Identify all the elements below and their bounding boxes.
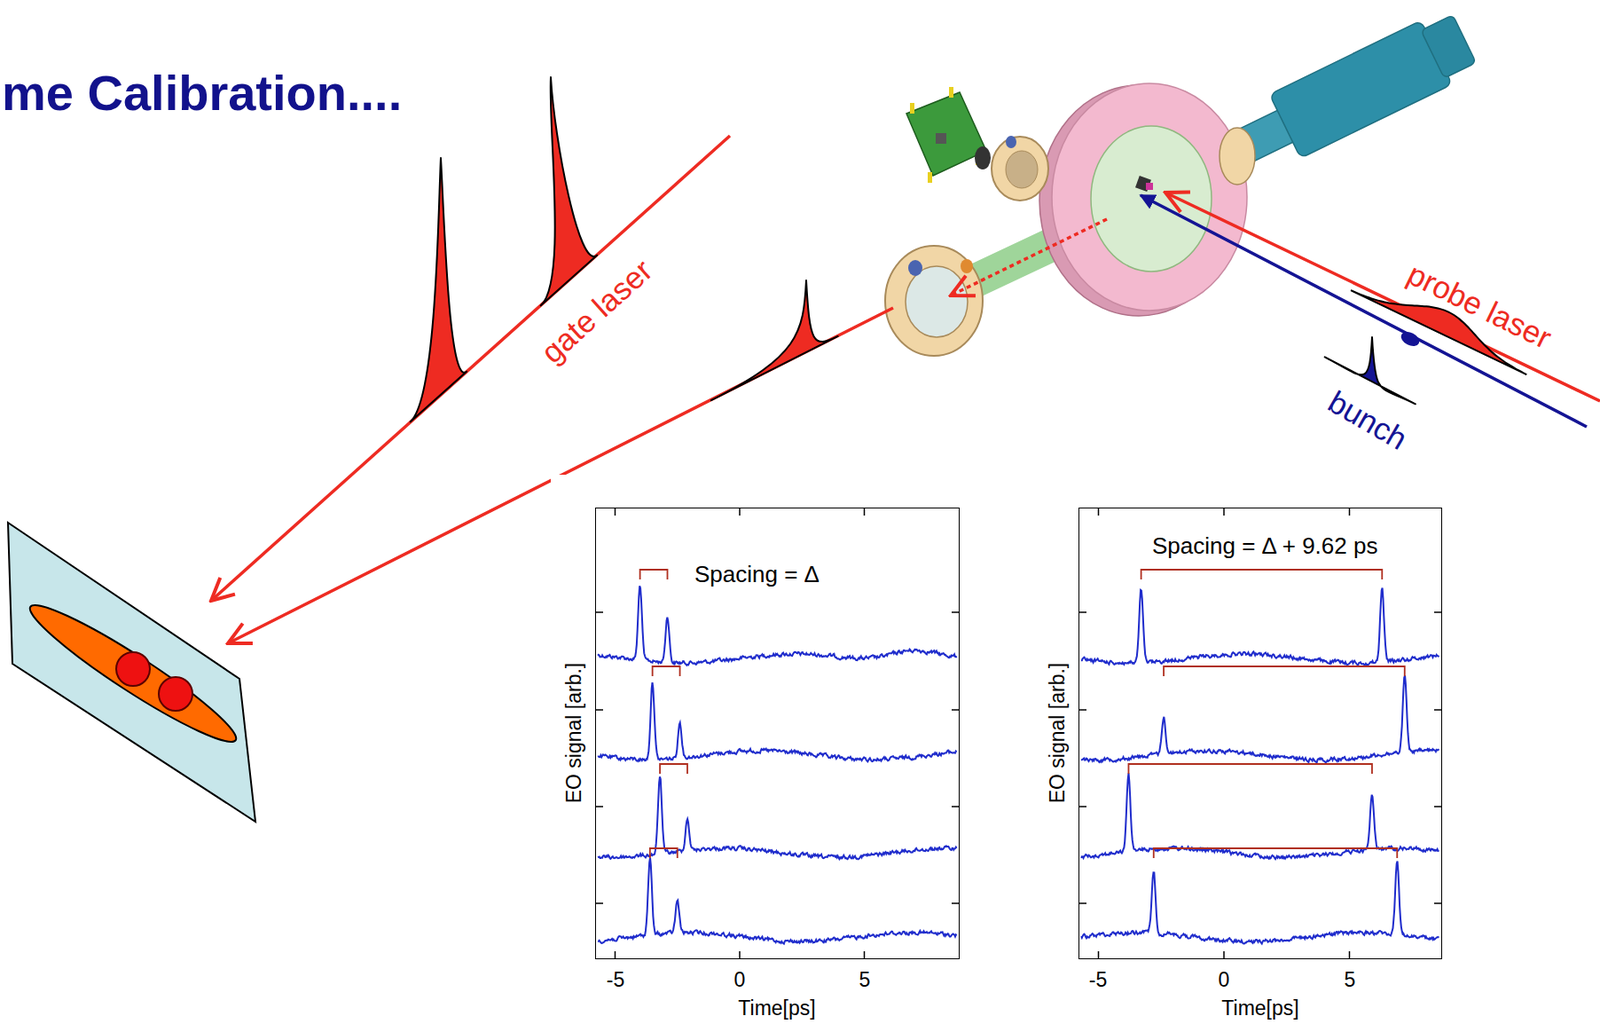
vacuum-chamber — [949, 86, 954, 98]
vacuum-chamber — [960, 258, 973, 274]
pulse-shape — [711, 280, 839, 400]
axis-tick — [1349, 507, 1351, 516]
spacing-bracket — [1153, 847, 1398, 858]
axis-tick — [738, 507, 741, 516]
vacuum-chamber — [1090, 125, 1212, 272]
vacuum-chamber — [1269, 20, 1452, 158]
slide-title: me Calibration.... — [1, 65, 402, 121]
axis-tick — [1223, 507, 1225, 516]
beam-lines — [1140, 195, 1587, 427]
plot-ground — [550, 474, 1600, 1024]
axis-tick — [863, 950, 866, 959]
axis-tick — [951, 805, 960, 808]
eo-trace — [1081, 772, 1439, 859]
eo-trace — [597, 585, 957, 665]
spacing-bracket — [1128, 763, 1373, 774]
eo-trace — [1081, 588, 1439, 666]
vacuum-chamber — [908, 259, 923, 276]
vacuum-chamber — [1420, 15, 1476, 79]
vacuum-chamber — [909, 102, 915, 114]
axis-tick — [595, 611, 604, 613]
axis-tick — [1434, 901, 1443, 904]
spacing-note: Spacing = Δ — [694, 561, 820, 589]
spacing-bracket — [650, 847, 678, 858]
axis-tick — [1349, 950, 1351, 959]
tick-label: 0 — [1218, 968, 1231, 991]
axis-tick — [951, 611, 960, 613]
plot-traces — [595, 507, 1443, 959]
detector-screen — [20, 591, 245, 755]
axis-label: Time[ps] — [1221, 996, 1299, 1020]
axis-tick — [614, 950, 617, 959]
axis-tick — [614, 507, 617, 516]
axis-label: Time[ps] — [737, 996, 816, 1020]
vacuum-chamber — [1005, 135, 1017, 149]
vacuum-chamber — [974, 146, 991, 170]
vacuum-chamber — [1145, 182, 1153, 190]
spacing-bracket — [1163, 666, 1405, 676]
vacuum-chamber — [935, 133, 947, 144]
spacing-note: Spacing = Δ + 9.62 ps — [1152, 533, 1378, 560]
axis-tick — [951, 708, 960, 711]
detector-screen — [158, 676, 193, 711]
axis-tick — [595, 805, 604, 808]
axis-label: EO signal [arb.] — [1046, 662, 1069, 804]
spacing-bracket — [1141, 569, 1383, 580]
pulse-shape — [541, 77, 597, 306]
axis-tick — [1223, 950, 1225, 959]
spacing-bracket — [652, 666, 681, 676]
axis-label: EO signal [arb.] — [563, 662, 586, 804]
tick-label: 0 — [734, 968, 746, 991]
plot-panel: Spacing = Δ — [595, 507, 960, 959]
plot-panel: Spacing = Δ + 9.62 ps — [1078, 507, 1443, 959]
axis-tick — [1078, 901, 1087, 904]
axis-tick — [738, 950, 741, 959]
beam-label: gate laser — [534, 252, 659, 369]
tick-label: -5 — [1089, 968, 1107, 991]
eo-trace — [1081, 674, 1439, 762]
axis-tick — [1078, 805, 1087, 808]
beam-label: probe laser — [1402, 256, 1557, 355]
eo-trace — [597, 776, 957, 859]
tick-label: 5 — [1344, 968, 1357, 991]
beam-lines — [950, 219, 1107, 296]
detector-screen — [7, 522, 256, 822]
axis-tick — [1078, 708, 1087, 711]
vacuum-chamber — [906, 92, 987, 176]
axis-tick — [1098, 950, 1100, 959]
spacing-bracket — [659, 763, 688, 774]
tick-label: -5 — [606, 968, 625, 991]
axis-tick — [1434, 611, 1443, 613]
vacuum-chamber — [1005, 150, 1038, 189]
laser-pulses — [410, 77, 1528, 422]
tick-label: 5 — [859, 968, 871, 991]
axis-tick — [595, 901, 604, 904]
spacing-bracket — [640, 569, 668, 580]
vacuum-chamber — [927, 172, 933, 183]
vacuum-chamber — [1051, 83, 1248, 311]
eo-trace — [597, 857, 957, 944]
vacuum-chamber — [991, 136, 1049, 201]
vacuum-chamber — [1219, 127, 1255, 185]
vacuum-chamber — [885, 245, 983, 356]
axis-tick — [1434, 708, 1443, 711]
axis-tick — [951, 901, 960, 904]
vacuum-chamber — [905, 266, 968, 338]
detector-screen — [7, 522, 256, 822]
axis-tick — [863, 507, 866, 516]
axis-tick — [1078, 611, 1087, 613]
axis-tick — [1434, 805, 1443, 808]
eo-trace — [1081, 861, 1439, 944]
axis-tick — [595, 708, 604, 711]
axis-tick — [1098, 507, 1100, 516]
detector-screen — [116, 651, 150, 686]
beam-lines — [1165, 192, 1600, 401]
pulse-shape — [410, 157, 467, 422]
vacuum-chamber — [1205, 7, 1480, 190]
eo-trace — [597, 682, 957, 761]
beam-label: bunch — [1322, 384, 1413, 456]
beam-lines — [1398, 329, 1422, 349]
